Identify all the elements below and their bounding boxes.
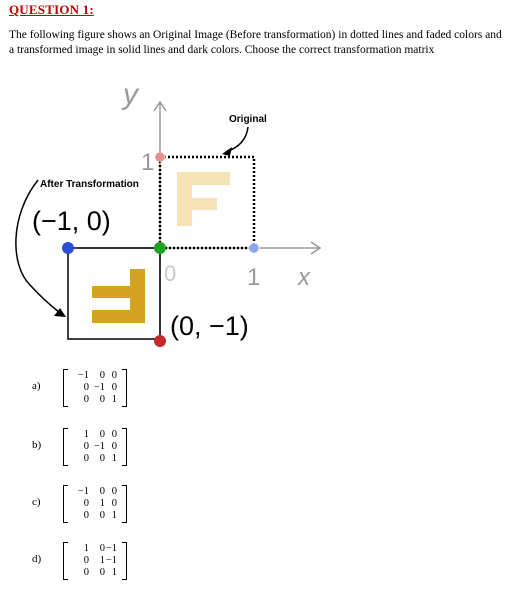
matrix-cell: 0 bbox=[83, 453, 89, 464]
transformation-figure: y x 1 1 0 (−1, 0) (0, −1) Original After… bbox=[15, 78, 322, 347]
matrix-cell: 0 bbox=[83, 382, 89, 393]
matrix-bracket-right bbox=[122, 485, 127, 523]
matrix-cell: 0 bbox=[99, 370, 105, 381]
question-title: QUESTION 1: bbox=[9, 2, 94, 17]
matrix-cell: 0 bbox=[111, 382, 117, 393]
option-label: a) bbox=[32, 380, 41, 392]
matrix-cell: 0 bbox=[99, 510, 105, 521]
matrix-bracket-left bbox=[63, 428, 68, 466]
matrix-bracket-left bbox=[63, 369, 68, 407]
question-text: The following figure shows an Original I… bbox=[9, 29, 502, 56]
option-label: b) bbox=[32, 439, 42, 451]
matrix-cell: −1 bbox=[77, 370, 89, 381]
original-arrowhead bbox=[222, 147, 232, 156]
original-label: Original bbox=[229, 114, 267, 125]
matrix-cell: −1 bbox=[93, 441, 105, 452]
matrix-cell: 0 bbox=[83, 498, 89, 509]
matrix-cell: −1 bbox=[93, 382, 105, 393]
after-arrowhead bbox=[54, 308, 66, 317]
matrix-cell: 0 bbox=[111, 498, 117, 509]
matrix-cell: 1 bbox=[83, 429, 89, 440]
matrix-cell: 0 bbox=[83, 394, 89, 405]
matrix-cell: 0 bbox=[111, 429, 117, 440]
matrix-cell: 1 bbox=[111, 510, 117, 521]
matrix-cell: 0 bbox=[111, 441, 117, 452]
after-arrow bbox=[15, 179, 61, 314]
y-axis-label: y bbox=[121, 78, 140, 111]
transformed-letter-f bbox=[92, 269, 145, 323]
point-origin bbox=[154, 242, 166, 254]
transformed-square bbox=[67, 247, 161, 340]
matrix-bracket-right bbox=[122, 542, 127, 580]
x-axis-arrow bbox=[310, 241, 322, 255]
matrix-cell: −1 bbox=[77, 486, 89, 497]
matrix-bracket-right bbox=[122, 428, 127, 466]
point-0-1-faded bbox=[154, 151, 166, 163]
option-label: d) bbox=[32, 553, 42, 565]
matrix-cell: 0 bbox=[99, 486, 105, 497]
point-1-0-faded bbox=[248, 242, 260, 254]
matrix-bracket-left bbox=[63, 485, 68, 523]
matrix-cell: −1 bbox=[105, 555, 117, 566]
matrix-cell: 0 bbox=[83, 567, 89, 578]
point-neg1-0 bbox=[62, 242, 74, 254]
y-tick-label: 1 bbox=[141, 149, 154, 176]
original-square bbox=[158, 155, 256, 250]
origin-label: 0 bbox=[164, 261, 176, 286]
matrix-cell: 0 bbox=[111, 370, 117, 381]
original-letter-f bbox=[177, 172, 230, 226]
matrix-cell: 1 bbox=[99, 498, 105, 509]
after-transformation-label: After Transformation bbox=[40, 179, 139, 190]
matrix-cell: 0 bbox=[99, 567, 105, 578]
matrix-cell: −1 bbox=[105, 543, 117, 554]
y-axis-arrow bbox=[153, 100, 167, 112]
matrix-cell: 0 bbox=[99, 394, 105, 405]
option-label: c) bbox=[32, 496, 41, 508]
matrix-cell: 0 bbox=[83, 441, 89, 452]
matrix-cell: 1 bbox=[111, 394, 117, 405]
point-a-label: (−1, 0) bbox=[32, 206, 111, 236]
point-b-label: (0, −1) bbox=[170, 311, 249, 341]
matrix-cell: 0 bbox=[99, 453, 105, 464]
matrix-cell: 1 bbox=[111, 567, 117, 578]
matrix-cell: 1 bbox=[99, 555, 105, 566]
original-arrow bbox=[225, 126, 249, 153]
matrix-cell: 0 bbox=[99, 429, 105, 440]
matrix-bracket-left bbox=[63, 542, 68, 580]
matrix-cell: 1 bbox=[111, 453, 117, 464]
matrix-cell: 0 bbox=[83, 510, 89, 521]
matrix-cell: 0 bbox=[111, 486, 117, 497]
x-tick-label: 1 bbox=[247, 264, 260, 291]
x-axis-label: x bbox=[297, 264, 311, 291]
matrix-cell: 1 bbox=[83, 543, 89, 554]
matrix-bracket-right bbox=[122, 369, 127, 407]
point-0-neg1 bbox=[154, 335, 166, 347]
matrix-cell: 0 bbox=[83, 555, 89, 566]
matrix-cell: 0 bbox=[99, 543, 105, 554]
